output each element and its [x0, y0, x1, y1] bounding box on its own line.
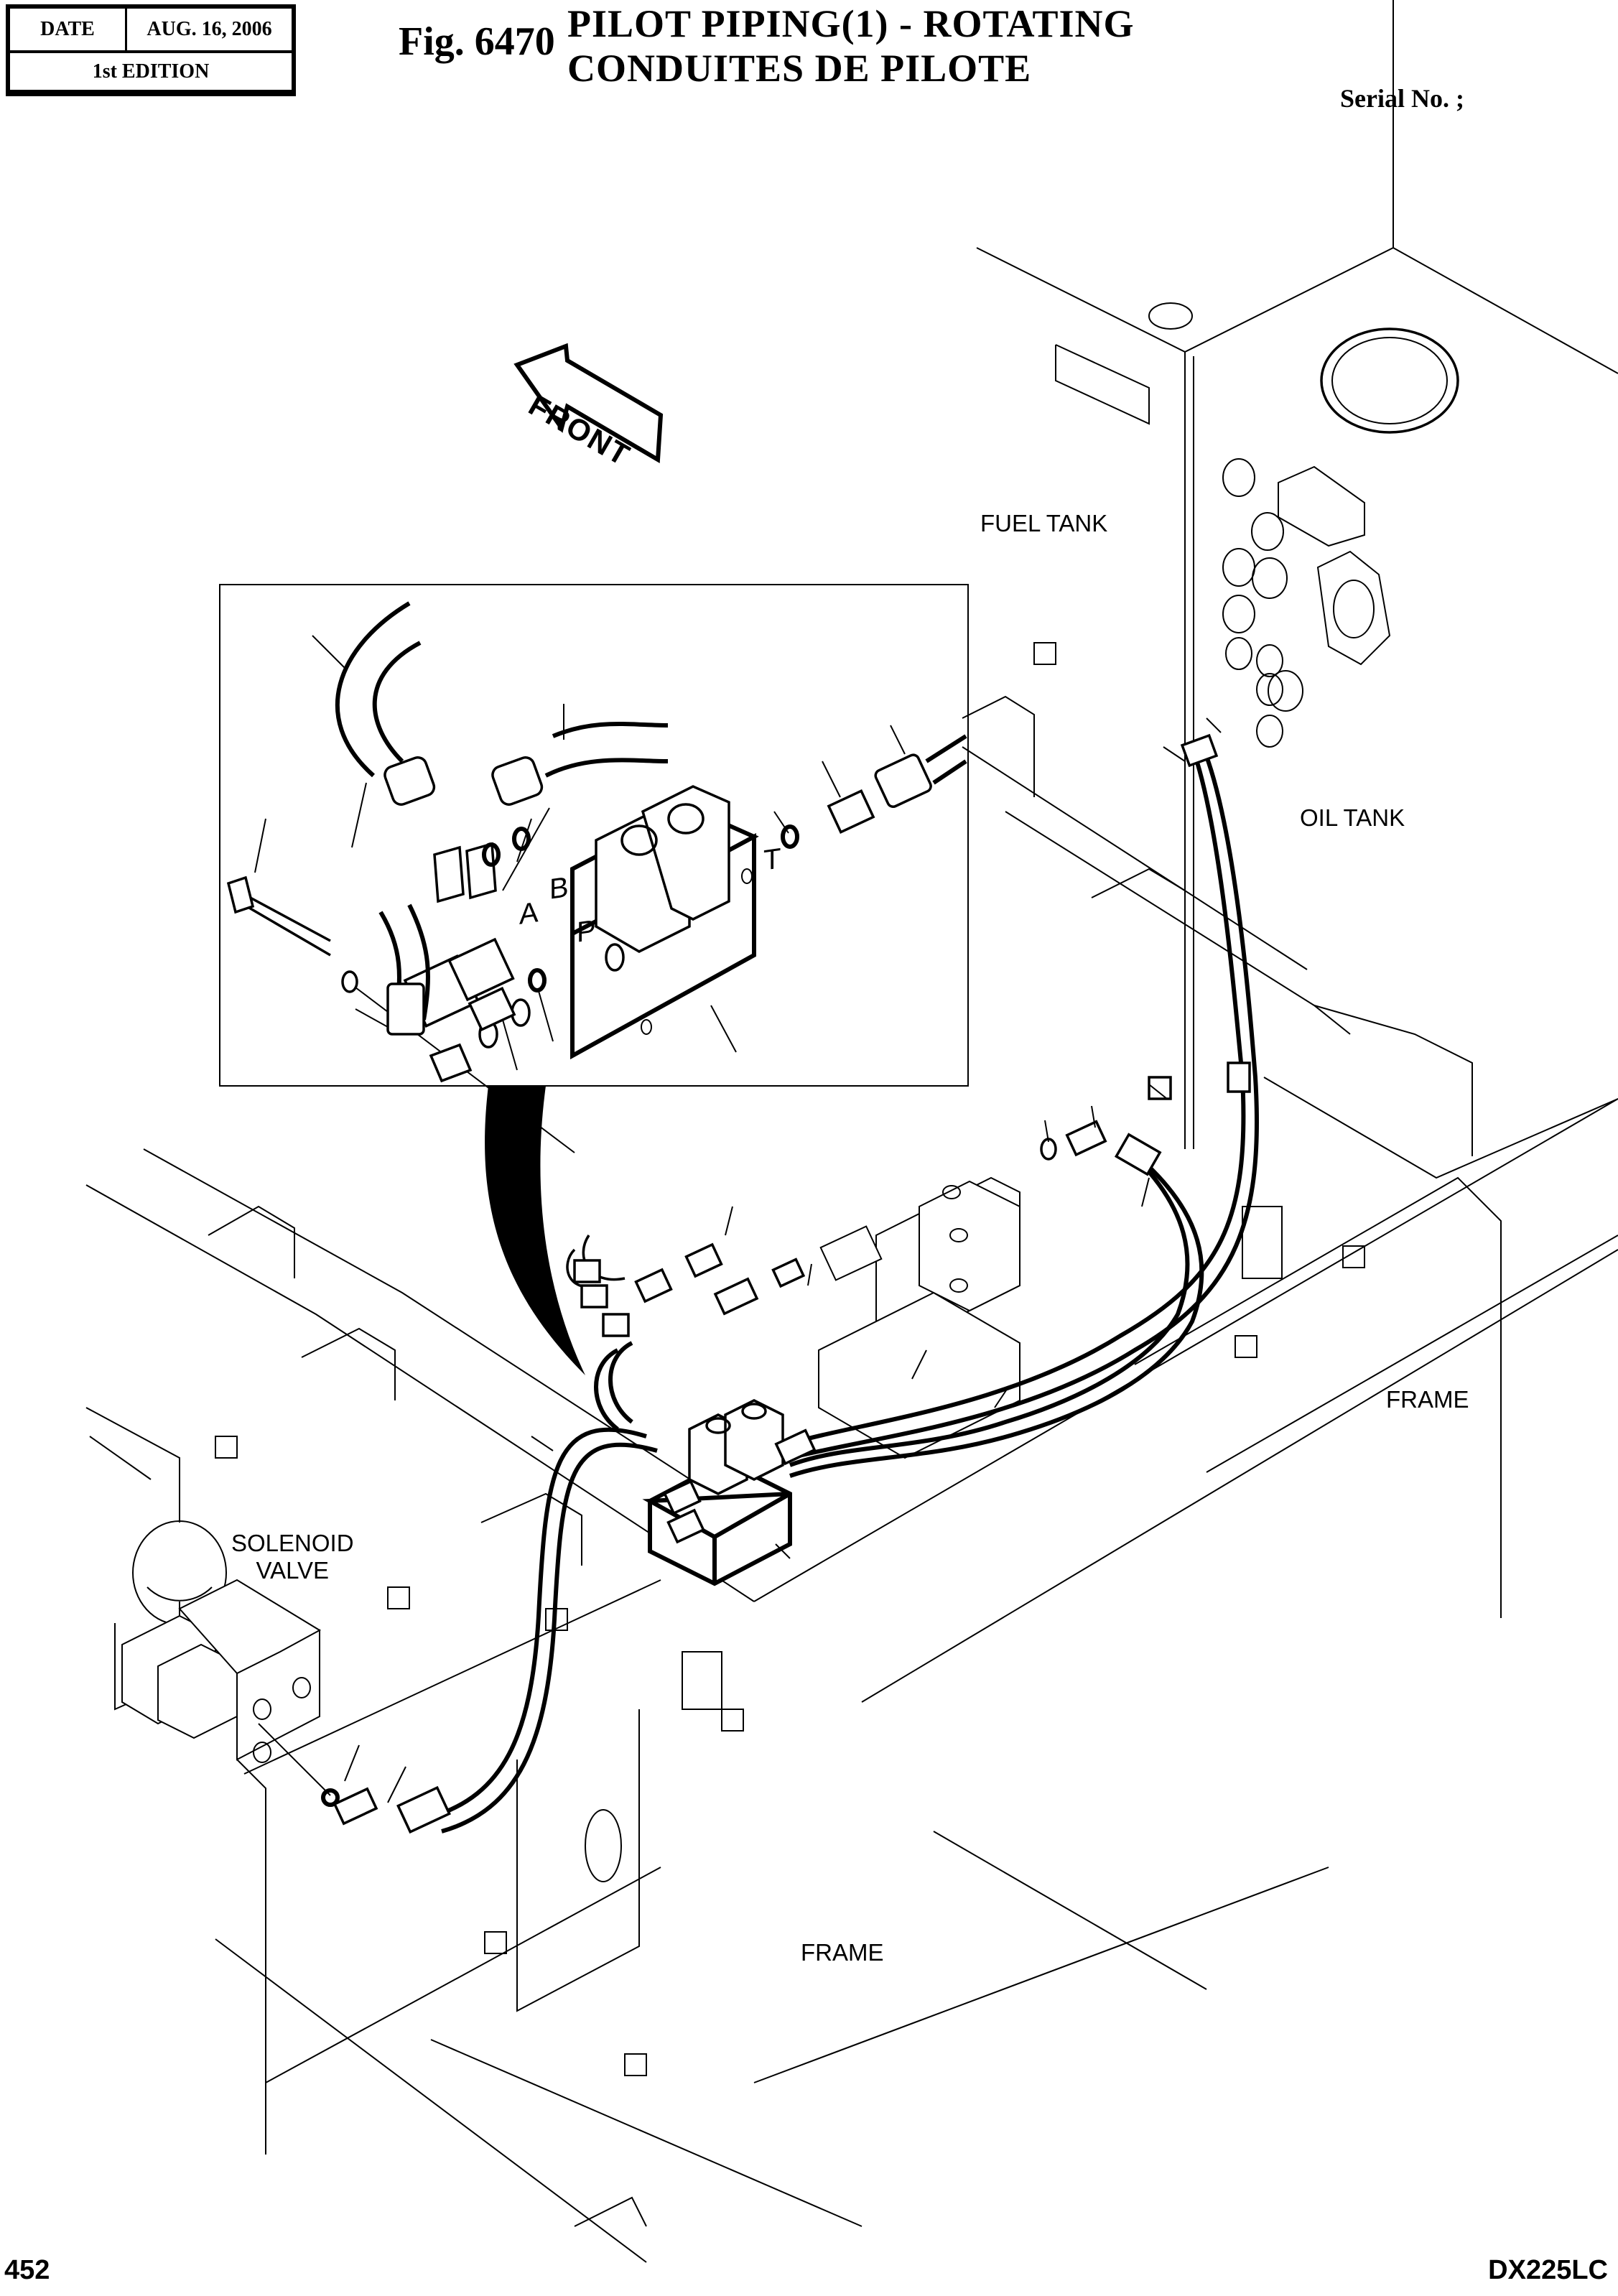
wire-harness — [566, 1235, 723, 1337]
inset-leader-lines — [254, 635, 906, 1071]
title-english: PILOT PIPING(1) - ROTATING — [567, 2, 1135, 45]
title-french: CONDUITES DE PILOTE — [567, 47, 1032, 90]
pilot-control-valve — [818, 1176, 1020, 1459]
edition-label: 1st EDITION — [92, 60, 210, 83]
model-number: DX225LC — [1488, 2255, 1608, 2285]
callout-wedge — [485, 1086, 585, 1375]
port-label-p: P — [577, 914, 596, 949]
lower-frame — [85, 1098, 1618, 2263]
detail-inset — [219, 584, 969, 1153]
tank-structure — [976, 0, 1618, 1149]
main-leader-lines — [344, 717, 1222, 1803]
port-label-a: A — [519, 896, 539, 931]
figure-number: Fig. 6470 — [399, 19, 555, 64]
oil-tank-label: OIL TANK — [1300, 804, 1405, 831]
serial-number: Serial No. ; — [1340, 84, 1464, 113]
solenoid-valve-main — [642, 1399, 817, 1586]
date-edition-box: DATE AUG. 16, 2006 1st EDITION — [6, 4, 296, 96]
solenoid-valve-label-line1: SOLENOID — [231, 1530, 354, 1556]
solenoid-valve-label: SOLENOID VALVE — [231, 1530, 354, 1584]
port-label-b: B — [549, 871, 569, 906]
solenoid-valve-block-detail — [570, 785, 759, 1060]
solenoid-valve-label-line2: VALVE — [256, 1556, 330, 1584]
pilot-hoses — [430, 733, 1259, 1833]
fuel-tank-label: FUEL TANK — [980, 510, 1108, 536]
frame-label-bottom: FRAME — [801, 1939, 884, 1966]
frame-label-right: FRAME — [1386, 1386, 1469, 1413]
port-label-t: T — [763, 842, 781, 877]
date-value: AUG. 16, 2006 — [147, 18, 272, 40]
front-direction-arrow — [513, 343, 664, 464]
page-number: 452 — [4, 2255, 50, 2285]
date-label: DATE — [10, 9, 127, 50]
date-row: DATE AUG. 16, 2006 — [10, 9, 292, 53]
upper-frame-beam — [85, 695, 1351, 1602]
tank-ports — [1222, 458, 1391, 748]
right-frame — [1134, 1005, 1618, 1618]
